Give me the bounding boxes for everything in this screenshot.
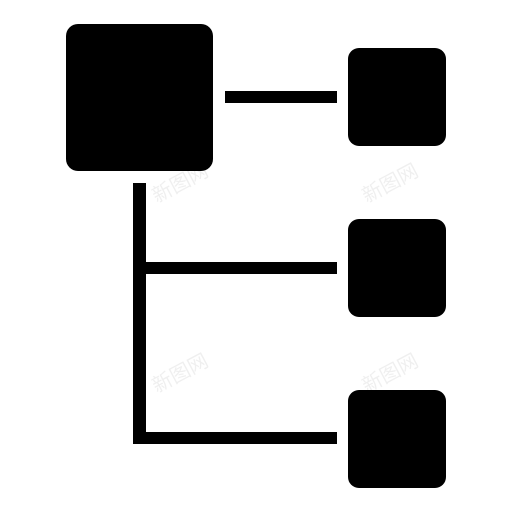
connector-middle <box>133 262 337 274</box>
connector-bottom <box>133 432 337 444</box>
parent-node <box>66 24 213 171</box>
child-node-2 <box>348 219 446 317</box>
watermark-2: 新图网 <box>358 158 422 207</box>
connector-trunk <box>133 183 146 444</box>
connector-top <box>225 91 337 103</box>
child-node-1 <box>348 48 446 146</box>
watermark-3: 新图网 <box>148 348 212 397</box>
child-node-3 <box>348 390 446 488</box>
